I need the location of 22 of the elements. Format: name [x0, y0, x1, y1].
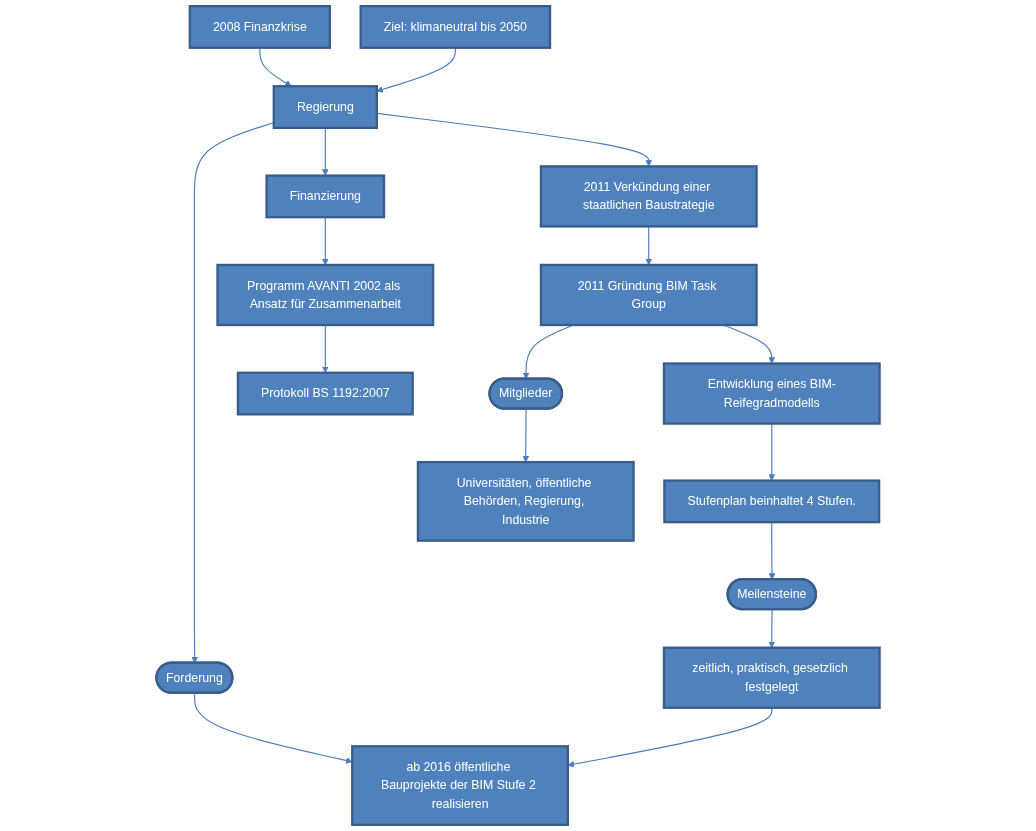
arrow: [768, 609, 776, 648]
node-box: Finanzierung: [265, 174, 386, 219]
node-box: zeitlich, praktisch, gesetzlich festgelegt: [662, 646, 881, 709]
node-box: Stufenplan beinhaltet 4 Stufen.: [663, 479, 881, 524]
arrow: [567, 707, 773, 768]
node-box: 2008 Finanzkrise: [188, 5, 332, 49]
node-box: ab 2016 öffentliche Bauprojekte der BIM Stufe 2 realisieren: [351, 745, 570, 826]
node-box: 2011 Gründung BIM Task Group: [539, 263, 758, 327]
node-box: Ziel: klimaneutral bis 2050: [359, 5, 552, 49]
arrow: [768, 423, 776, 481]
arrow: [376, 112, 653, 167]
arrow: [321, 127, 329, 176]
node-box: Universitäten, öffentliche Behörden, Regierung, Industrie: [416, 460, 635, 542]
node-box: Protokoll BS 1192:2007: [236, 371, 414, 416]
node-box: 2011 Verkündung einer staatlichen Baustrategie: [539, 165, 758, 228]
arrow: [522, 408, 530, 463]
arrow: [259, 47, 292, 87]
node-box: Entwicklung eines BIM-Reifegradmodells: [662, 362, 881, 425]
arrow: [376, 47, 456, 93]
arrow: [194, 692, 353, 764]
node-box: Regierung: [272, 85, 378, 129]
node-box: Programm AVANTI 2002 als Ansatz für Zusammenarbeit: [216, 263, 435, 327]
